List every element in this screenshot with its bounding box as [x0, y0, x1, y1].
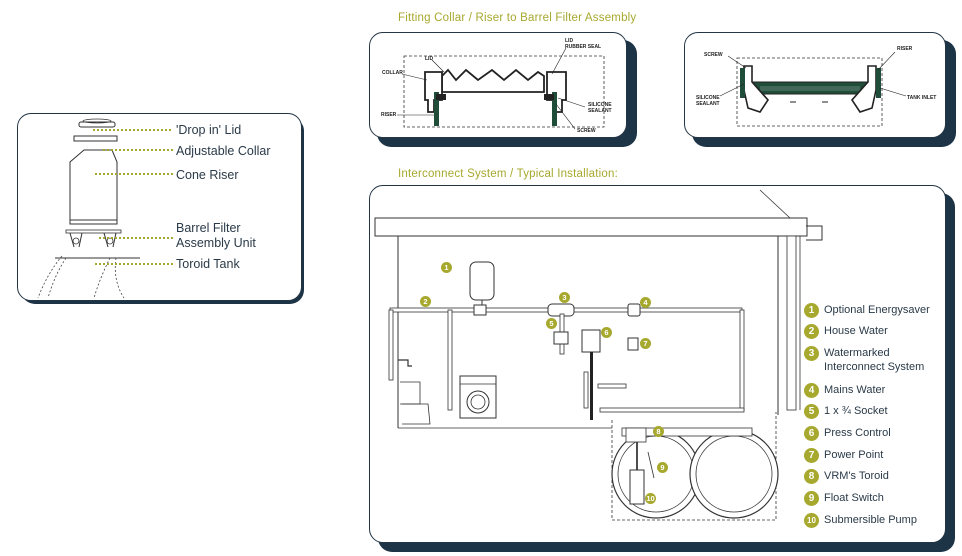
callout-tank-inlet: TANK INLET [907, 95, 937, 101]
legend-label: Float Switch [824, 492, 884, 504]
legend-number-badge: 8 [804, 469, 819, 484]
legend-number-badge: 2 [804, 324, 819, 339]
legend-label: Optional Energysaver [824, 304, 930, 316]
legend-number-badge: 4 [804, 383, 819, 398]
legend-number-badge: 7 [804, 448, 819, 463]
callout-screw-right: SCREW [704, 52, 723, 58]
label-assembly-unit: Assembly Unit [176, 236, 256, 250]
callout-silicone-right-line2: SEALANT [696, 101, 720, 107]
callout-screw-left: SCREW [577, 128, 596, 134]
legend-label: 1 x ¾ Socket [824, 405, 888, 417]
callout-silicone-line1: SILICONE [588, 102, 612, 108]
interconnect-section-title: Interconnect System / Typical Installati… [398, 168, 618, 180]
callout-silicone-line2: SEALANT [588, 108, 612, 114]
legend-label: Interconnect System [824, 361, 925, 373]
label-adjustable-collar: Adjustable Collar [176, 144, 271, 158]
legend: 1 Optional Energysaver 2 House Water 3 W… [804, 303, 954, 533]
legend-label: Mains Water [824, 384, 886, 396]
callout-lid-seal-line2: RUBBER SEAL [565, 44, 602, 50]
callout-lid: LID [425, 56, 434, 62]
callout-riser-right: RISER [897, 46, 913, 52]
marker-7: 7 [640, 338, 651, 349]
legend-label: Submersible Pump [824, 514, 917, 526]
label-drop-in-lid: 'Drop in' Lid [176, 123, 242, 137]
callout-riser-left: RISER [381, 112, 397, 118]
legend-label: VRM's Toroid [824, 470, 889, 482]
marker-1: 1 [441, 262, 452, 273]
components-panel [17, 113, 302, 301]
legend-number-badge: 3 [804, 346, 819, 361]
marker-9: 9 [657, 462, 668, 473]
legend-label: Press Control [824, 427, 891, 439]
legend-number-badge: 5 [804, 404, 819, 419]
fitting-section-title: Fitting Collar / Riser to Barrel Filter … [398, 12, 637, 24]
legend-label: House Water [824, 325, 888, 337]
marker-3: 3 [559, 292, 570, 303]
marker-5: 5 [546, 318, 557, 329]
marker-2: 2 [420, 296, 431, 307]
marker-6: 6 [601, 327, 612, 338]
callout-collar: COLLAR [382, 70, 403, 76]
callout-lid-seal-line1: LID [565, 38, 574, 44]
label-toroid-tank: Toroid Tank [176, 257, 240, 271]
label-cone-riser: Cone Riser [176, 168, 239, 182]
callout-silicone-right-line1: SILICONE [696, 95, 720, 101]
legend-number-badge: 1 [804, 303, 819, 318]
legend-number-badge: 9 [804, 491, 819, 506]
label-barrel-filter: Barrel Filter [176, 221, 241, 235]
legend-label: Power Point [824, 449, 884, 461]
legend-number-badge: 6 [804, 426, 819, 441]
marker-4: 4 [640, 297, 651, 308]
marker-8: 8 [653, 426, 664, 437]
legend-label: Watermarked [824, 347, 890, 359]
marker-10: 10 [645, 493, 656, 504]
legend-number-badge: 10 [804, 513, 819, 528]
